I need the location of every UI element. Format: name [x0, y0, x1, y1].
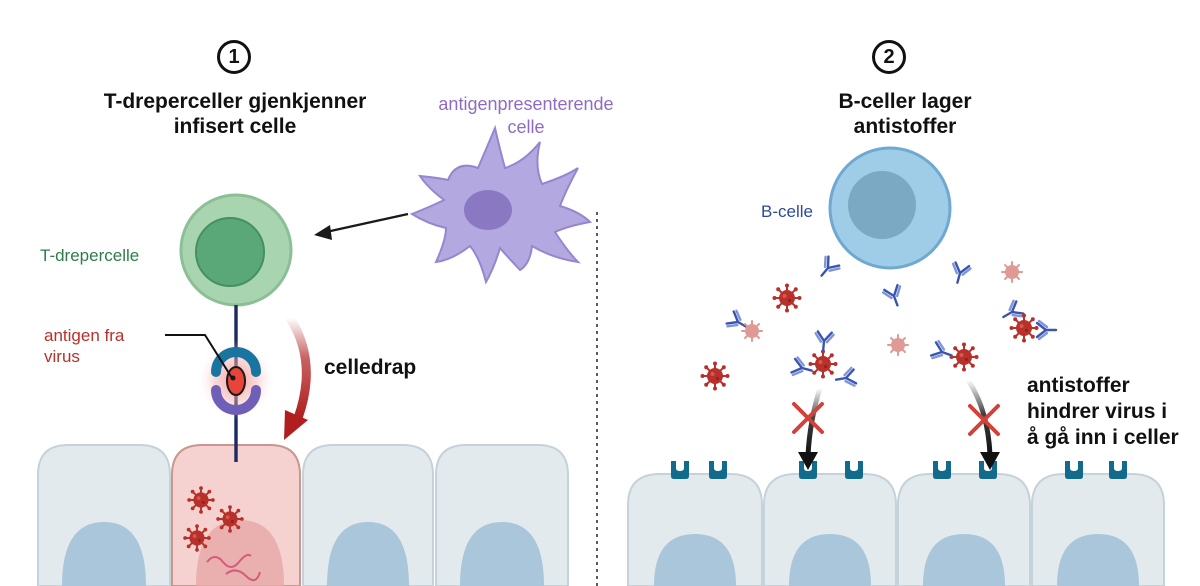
apc-label-line1: antigenpresenterende	[438, 94, 614, 114]
panel2-title-line1: B-celler lager	[838, 90, 972, 113]
infected-cell	[171, 444, 301, 586]
apc-to-tcell-arrow	[314, 212, 409, 240]
step-number-1: 1	[217, 40, 251, 74]
panel2-title-line2: antistoffer	[853, 115, 957, 138]
host-cells-left	[37, 444, 569, 586]
antigen-pointer	[165, 334, 233, 379]
b-cell	[828, 146, 952, 270]
viruses	[699, 261, 1040, 392]
bcell-label: B-celle	[761, 202, 813, 221]
apc-label-line2: celle	[507, 117, 545, 137]
antigen-label-line1: antigen fra	[44, 326, 125, 345]
step-number-2: 2	[872, 40, 906, 74]
panel1-title: T-dreperceller gjenkjenner infisert cell…	[85, 89, 385, 139]
cell-kill-arrow	[284, 313, 311, 440]
panel1-title-line2: infisert celle	[173, 115, 297, 138]
kill-label: celledrap	[324, 356, 417, 379]
bound-antibodies	[789, 330, 956, 390]
block-label-line3: å gå inn i celler	[1027, 426, 1179, 449]
block-label-line1: antistoffer	[1027, 374, 1130, 397]
apc-label: antigenpresenterende celle	[418, 93, 634, 139]
antigen-label-line2: virus	[44, 347, 80, 366]
panel1-title-line1: T-dreperceller gjenkjenner	[103, 90, 367, 113]
block-label-line2: hindrer virus i	[1027, 400, 1168, 423]
tcell-label: T-drepercelle	[40, 246, 140, 265]
t-cell	[179, 193, 293, 307]
antigen-label: antigen fra virus	[44, 325, 124, 367]
blocked-entry-right	[965, 378, 1000, 470]
panel2-title: B-celler lager antistoffer	[780, 89, 1030, 139]
blocked-entry-left	[792, 387, 824, 470]
antigen-presenting-cell	[409, 124, 593, 285]
host-cells-right	[627, 473, 1165, 586]
block-label: antistoffer hindrer virus i å gå inn i c…	[1027, 373, 1179, 451]
